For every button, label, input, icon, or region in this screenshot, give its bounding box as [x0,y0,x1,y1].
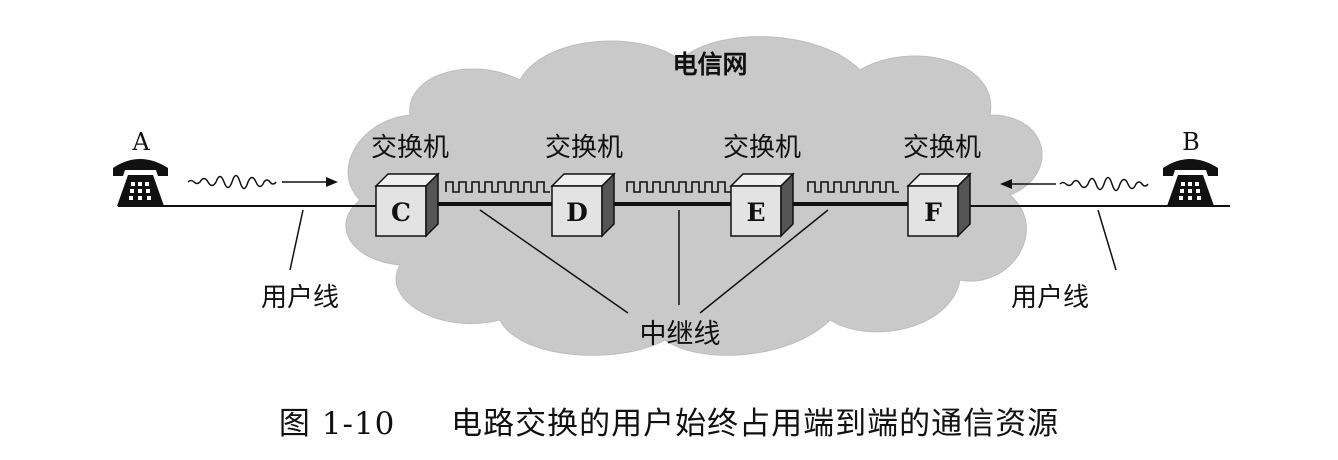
trunk-line-label: 中继线 [640,319,721,350]
telecom-network-cloud [345,36,1043,356]
subscriber-line-label-left: 用户线 [261,283,339,313]
figure-caption: 图 1-10 电路交换的用户始终占用端到端的通信资源 [0,398,1338,443]
switch-E-title: 交换机 [723,133,801,163]
switch-C: C [374,172,440,238]
circuit-switching-diagram: 电信网 中继线 C D E [113,36,1230,356]
switch-F: F [906,172,972,238]
analog-signal-left [187,174,338,190]
trunk-signal-waves [445,181,899,193]
telephone-B-icon [1163,159,1218,206]
phone-B-label: B [1182,128,1200,156]
telephone-A-icon [113,159,168,206]
analog-signal-right [1000,176,1149,192]
trunk-label-leaders [479,209,829,314]
switch-D-label: D [566,198,588,227]
switch-D-title: 交换机 [545,133,623,163]
network-label: 电信网 [672,50,747,79]
caption-text: 电路交换的用户始终占用端到端的通信资源 [451,406,1060,442]
subscriber-leader-left [289,209,304,271]
switch-D: D [550,172,616,238]
switch-F-title: 交换机 [903,133,981,163]
switch-E: E [729,172,795,238]
switch-C-label: C [391,198,411,227]
switch-F-label: F [924,198,942,227]
subscriber-leader-right [1097,209,1117,271]
subscriber-line-label-right: 用户线 [1011,283,1089,313]
phone-A-label: A [131,128,150,156]
switch-C-title: 交换机 [371,133,449,163]
caption-number: 图 1-10 [278,406,396,442]
switch-E-label: E [746,198,765,227]
